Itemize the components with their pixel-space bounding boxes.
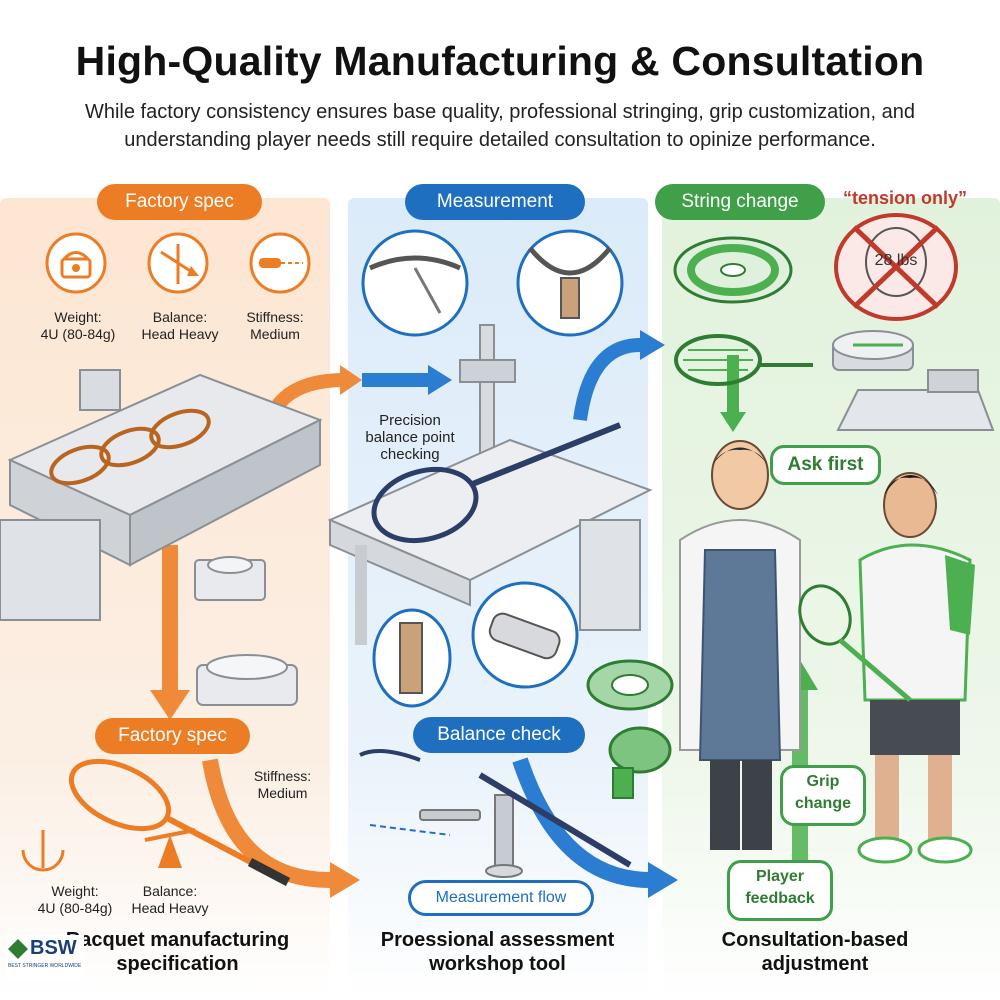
logo-text: BSW [30,937,77,959]
orange-racquet-illustration [68,758,291,886]
factory-spec-pill-2: Factory spec [95,718,250,754]
stringing-machine-illustration [832,330,995,431]
tension-value: 28 lbs [874,252,918,269]
balance-check-pill: Balance check [413,717,585,753]
handle-zoom-icon [470,580,580,690]
grip-cross-section-icon [372,608,452,708]
stiffness-label-2: Stiffness:Medium [253,768,312,801]
consultation-people-illustration [679,440,975,864]
balance-label-2: Balance:Head Heavy [131,883,209,916]
workbench-illustration [327,324,653,645]
bsw-logo: BSW BEST STRINGER WORLDWIDE [6,935,84,981]
grip-tape-roll-icon [605,720,675,805]
racquet-throat-zoom-icon [360,228,470,338]
balance-label: Balance:Head Heavy [141,309,219,342]
factory-machine-illustration [0,369,323,621]
tension-only-quote: “tension only” [842,188,967,208]
green-string-reel-icon [585,640,675,730]
string-reel-illustration [673,236,813,386]
stiffness-icon [249,232,311,294]
racquet-shaft-zoom-icon [515,228,625,338]
string-change-pill: String change [655,184,825,220]
page-subtitle: While factory consistency ensures base q… [84,101,916,151]
weight-icon-2 [15,820,70,875]
balance-tool-illustration [359,749,632,878]
weight-label: Weight:4U (80-84g) [40,309,116,342]
no-tension-icon: 28 lbs [832,212,960,322]
logo-tagline: BEST STRINGER WORLDWIDE [8,963,82,969]
logo-mark-icon [8,939,28,959]
balance-icon [147,232,209,294]
ask-first-bubble: Ask first [770,445,881,485]
measurement-pill: Measurement [405,184,585,220]
weight-label-2: Weight:4U (80-84g) [37,883,113,916]
balance-icon-2 [140,820,200,875]
factory-spec-pill: Factory spec [97,184,262,220]
digital-scale-illustration [196,654,298,706]
measurement-flow-label: Measurement flow [408,880,594,916]
stiffness-label: Stiffness:Medium [246,309,304,342]
page-title: High-Quality Manufacturing & Consultatio… [75,38,925,84]
scale-icon [45,232,107,294]
